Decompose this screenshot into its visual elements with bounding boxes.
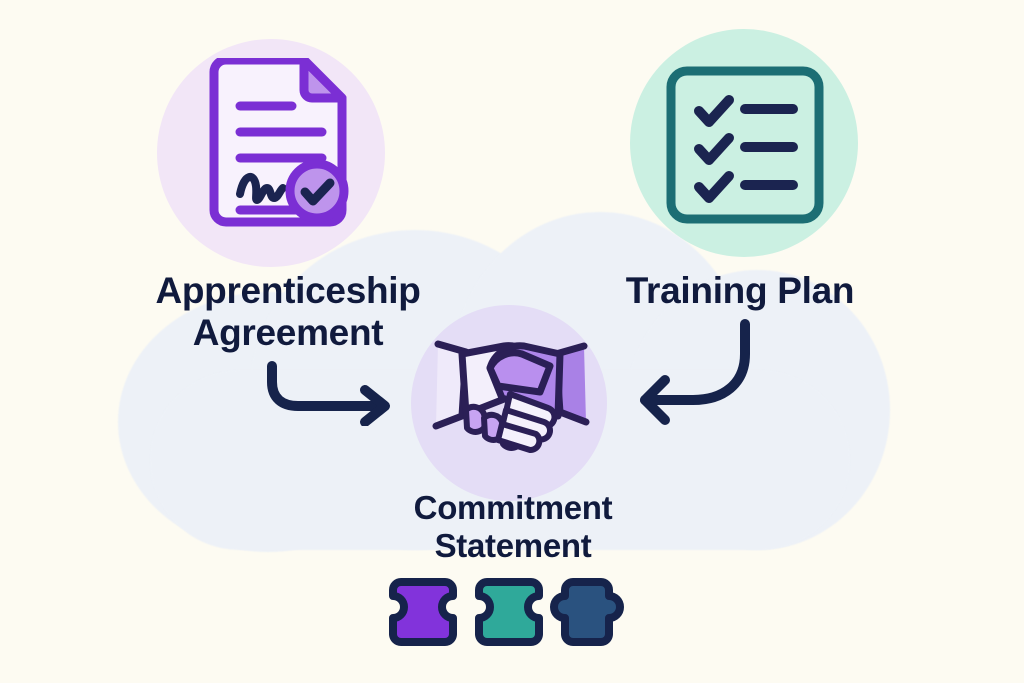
arrow-plan-to-commitment-icon	[630, 316, 760, 426]
checklist-icon	[665, 65, 825, 225]
agreement-label: Apprenticeship Agreement	[155, 270, 421, 354]
handshake-icon	[432, 330, 590, 460]
signed-document-icon	[200, 55, 360, 238]
puzzle-pieces-icon	[383, 576, 639, 648]
arrow-agreement-to-commitment-icon	[260, 358, 400, 427]
training-plan-label: Training Plan	[625, 270, 855, 311]
commitment-label: Commitment Statement	[413, 489, 613, 564]
